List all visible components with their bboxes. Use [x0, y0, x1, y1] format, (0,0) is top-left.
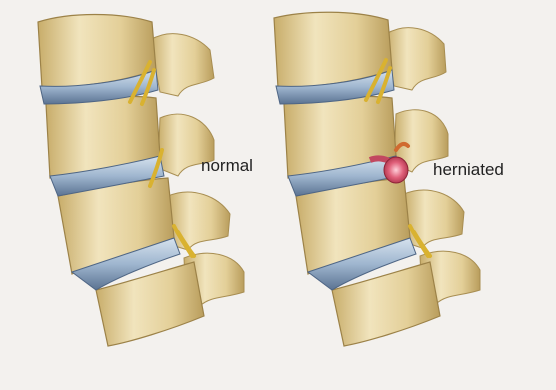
herniated-label: herniated: [433, 161, 504, 178]
normal-spine: [38, 15, 244, 347]
normal-label: normal: [201, 157, 253, 174]
herniated-spine: [274, 12, 480, 346]
